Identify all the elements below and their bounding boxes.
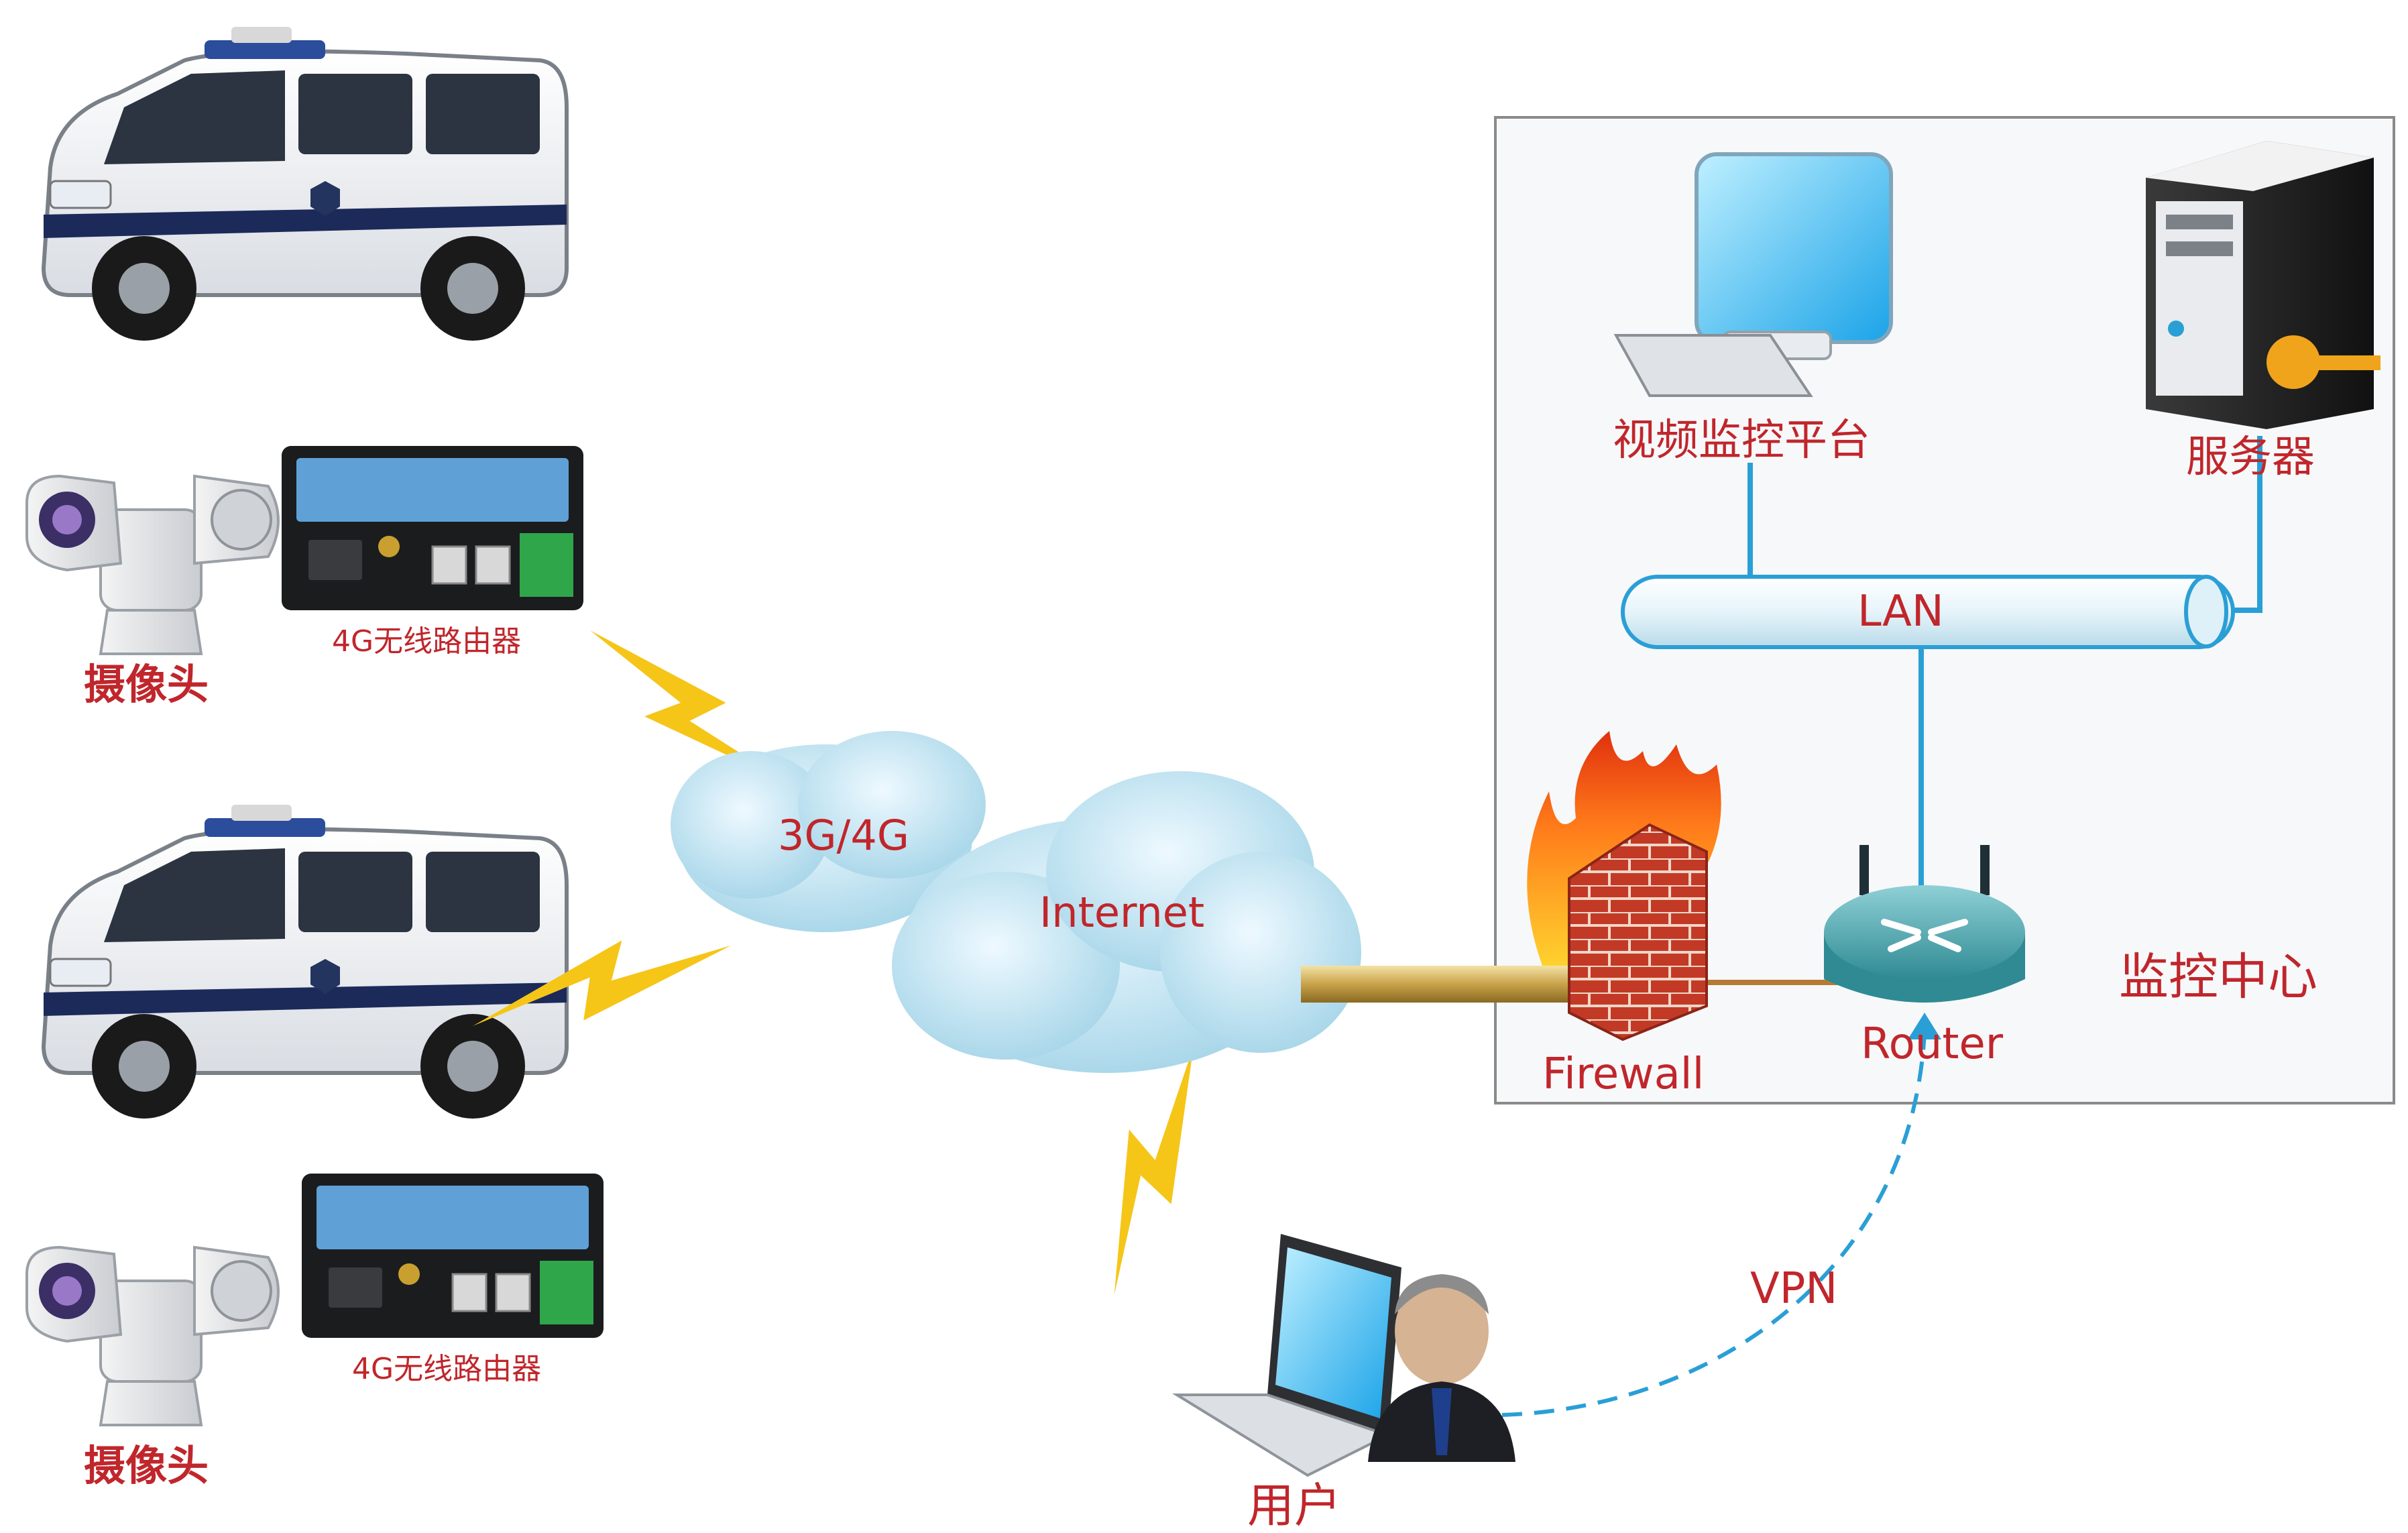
camera-1-label: 摄像头 <box>84 660 209 709</box>
mobile-network-cloud <box>671 731 986 932</box>
monitoring-center-title: 监控中心 <box>2119 948 2317 1006</box>
firewall-label: Firewall <box>1542 1049 1705 1099</box>
user-label: 用户 <box>1247 1478 1341 1533</box>
vpn-arrowhead <box>1908 1013 1941 1039</box>
laptop-icon <box>1171 1234 1401 1477</box>
server-lan-link <box>2233 436 2262 613</box>
monitoring-pc-icon <box>1613 152 1893 397</box>
platform-label: 视频监控平台 <box>1613 416 1870 465</box>
internet-trunk-link <box>1301 966 1569 1003</box>
ptz-camera-2 <box>25 1246 280 1426</box>
wireless-link-user <box>1043 1046 1265 1295</box>
internet-label: Internet <box>1039 888 1205 937</box>
vpn-label: VPN <box>1750 1264 1838 1314</box>
internet-cloud <box>892 771 1361 1073</box>
firewall-icon <box>1527 731 1721 1041</box>
router-label: Router <box>1861 1019 2004 1069</box>
ptz-camera-1 <box>25 475 280 655</box>
router4g-1-label: 4G无线路由器 <box>332 624 522 659</box>
police-van-1 <box>44 27 567 341</box>
server-icon <box>2146 141 2381 429</box>
police-van-2 <box>44 805 567 1119</box>
4g-router-device-1 <box>280 445 585 612</box>
mobile-network-label: 3G/4G <box>778 811 909 860</box>
4g-router-device-2 <box>300 1172 605 1339</box>
server-label: 服务器 <box>2186 433 2315 482</box>
camera-2-label: 摄像头 <box>84 1441 209 1490</box>
core-router-icon <box>1824 845 2025 1003</box>
user-person-icon <box>1368 1274 1515 1462</box>
vpn-link <box>1501 1032 1927 1417</box>
router4g-2-label: 4G无线路由器 <box>352 1352 542 1386</box>
lan-pipe <box>1621 575 2235 649</box>
lan-label: LAN <box>1857 587 1944 636</box>
